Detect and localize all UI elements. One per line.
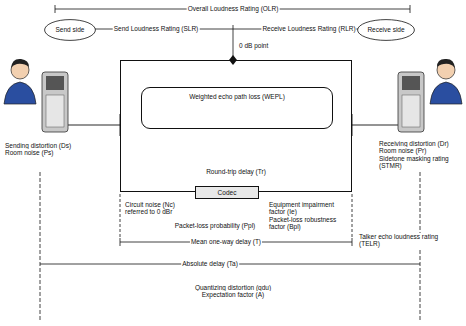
parameter-label: Sending distortion (Ds) [4,142,72,149]
connection-loop: Round-trip delay (Tr) Weighted echo path … [120,60,352,192]
label-group: Receiving distortion (Dr)Room noise (Pr)… [378,140,464,170]
phone-connections [68,114,398,136]
parameter-label: Expectation factor (A) [133,291,333,298]
parameter-label: Equipment impairment factor (Ie) [268,201,348,216]
parameter-label: Packet-loss robustness factor (Bpl) [268,216,348,231]
parameter-label: Mean one-way delay (T) [190,238,262,245]
parameter-label: Receive Loudness Rating (RLR) [261,25,356,32]
codec-box: Codec [195,186,259,199]
node-text: Round-trip delay (Tr) [206,168,266,175]
parameter-label: Receiving distortion (Dr) [378,140,450,147]
bubble-ellipse [45,20,96,41]
person-receive [430,59,462,104]
label-group: Quantizing distortion (qdu)Expectation f… [133,284,333,299]
label-group: Talker echo loudness rating (TELR) [358,233,458,248]
telephone-send [42,72,68,132]
label-group: Sending distortion (Ds)Room noise (Ps) [4,142,84,157]
parameter-label: Circuit noise (Nc) referred to 0 dBr [124,201,192,216]
parameter-label: Room noise (Ps) [4,149,54,156]
node-text: Send side [56,26,85,33]
label-group: Circuit noise (Nc) referred to 0 dBr [124,201,192,216]
speech-bubble: Send side [44,19,96,41]
parameter-label: Room noise (Pr) [378,147,427,154]
parameter-label: Overall Loudness Rating (OLR) [187,5,280,12]
speech-bubble: Receive side [357,19,415,41]
person-send [4,59,36,104]
echo-path-box: Weighted echo path loss (WEPL) [141,87,333,129]
parameter-label: Talker echo loudness rating (TELR) [358,233,458,248]
node-text: Weighted echo path loss (WEPL) [189,93,285,100]
parameter-label: Quantizing distortion (qdu) [133,284,333,291]
parameter-label: Sidetone masking rating (STMR) [378,155,464,170]
parameter-label: 0 dB point [238,42,269,49]
node-text: Codec [218,189,237,196]
telephone-receive [398,72,424,132]
node-text: Receive side [367,26,404,33]
parameter-label: Absolute delay (Ta) [181,260,239,267]
bubble-ellipse [358,20,415,41]
parameter-label: Packet-loss probability (Ppl) [174,222,257,229]
rating-lines [55,5,410,56]
parameter-label: Send Loudness Rating (SLR) [113,25,200,32]
label-group: Equipment impairment factor (Ie)Packet-l… [268,201,348,231]
